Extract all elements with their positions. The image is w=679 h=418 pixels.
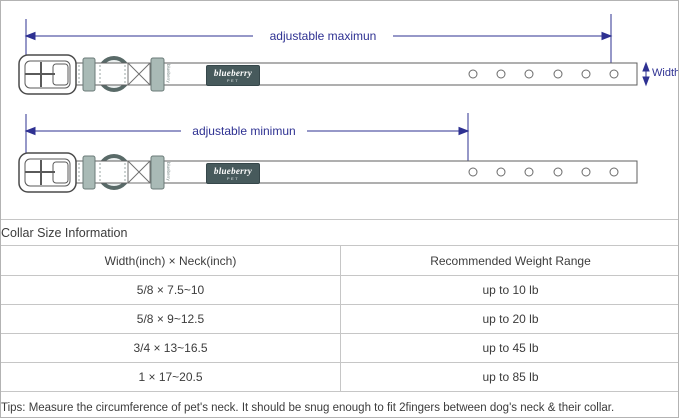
weight-cell: up to 85 lb [340,362,678,392]
size-cell: 5/8 × 9~12.5 [1,304,341,334]
table-tips-row: Tips: Measure the circumference of pet's… [1,391,678,417]
collar-diagrams: adjustable maximun adjustable minimun Wi… [1,1,679,219]
col-header-size: Width(inch) × Neck(inch) [1,245,341,276]
width-arrow [642,61,650,87]
weight-cell: up to 10 lb [340,275,678,305]
woven-tag-text: blueberry [166,64,171,83]
width-label: Width [652,67,679,79]
table-title-row: Collar Size Information [1,219,678,246]
size-cell: 5/8 × 7.5~10 [1,275,341,305]
table-row: 5/8 × 7.5~10 up to 10 lb [1,275,678,305]
size-cell: 3/4 × 13~16.5 [1,333,341,363]
weight-cell: up to 20 lb [340,304,678,334]
brand-label: blueberry PET [206,65,260,86]
woven-tag-text: blueberry [166,162,171,181]
collar-diagram-svg [17,14,650,194]
min-arrow [24,126,470,136]
brand-subtext: PET [226,175,240,181]
weight-cell: up to 45 lb [340,333,678,363]
brand-name: blueberry [213,165,253,176]
table-row: 1 × 17~20.5 up to 85 lb [1,362,678,392]
table-title: Collar Size Information [1,219,678,246]
max-arrow [24,31,613,41]
table-row: 3/4 × 13~16.5 up to 45 lb [1,333,678,363]
collar-top [17,53,639,96]
col-header-weight: Recommended Weight Range [340,245,678,276]
size-cell: 1 × 17~20.5 [1,362,341,392]
collar-bottom [17,151,639,194]
size-table: Collar Size Information Width(inch) × Ne… [1,219,678,417]
table-row: 5/8 × 9~12.5 up to 20 lb [1,304,678,334]
tips-text: Tips: Measure the circumference of pet's… [1,391,678,417]
adjustable-minimum-label: adjustable minimun [192,124,296,138]
brand-name: blueberry [213,67,253,78]
adjustable-maximum-label: adjustable maximun [269,29,377,43]
brand-label: blueberry PET [206,163,260,184]
table-header-row: Width(inch) × Neck(inch) Recommended Wei… [1,245,678,276]
brand-subtext: PET [226,77,240,83]
